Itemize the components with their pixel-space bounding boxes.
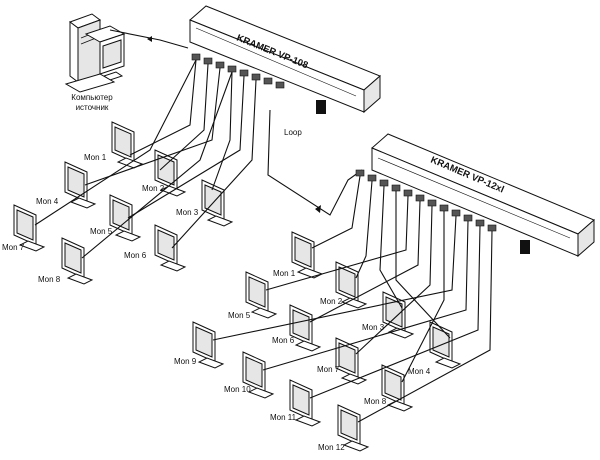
group2-monitor xyxy=(381,364,414,412)
source-label-line2: источник xyxy=(76,103,109,112)
group1-label-mon6: Mon 6 xyxy=(124,251,147,260)
group2-monitor xyxy=(337,404,370,452)
group1-monitor xyxy=(109,194,142,242)
group1-label-mon2: Mon 2 xyxy=(142,184,165,193)
group2-monitor xyxy=(242,351,275,399)
group2-monitor xyxy=(289,379,322,427)
group1-monitor xyxy=(61,237,94,285)
group2-label-mon2: Mon 2 xyxy=(320,297,343,306)
group2-label-mon3: Mon 3 xyxy=(362,323,385,332)
group1-monitor xyxy=(64,161,97,209)
group2-label-mon6: Mon 6 xyxy=(272,336,295,345)
loop-cable xyxy=(267,109,363,216)
group1-label-mon7: Mon 7 xyxy=(2,243,25,252)
group2-label-mon12: Mon 12 xyxy=(318,443,345,452)
input-cable-arrow xyxy=(147,36,152,42)
vp12xl-connectors xyxy=(355,169,497,232)
group1-label-mon5: Mon 5 xyxy=(90,227,113,236)
group2-monitor xyxy=(289,304,322,352)
group1-label-mon1: Mon 1 xyxy=(84,153,107,162)
group1-label-mon8: Mon 8 xyxy=(38,275,61,284)
group2-label-mon9: Mon 9 xyxy=(174,357,197,366)
group2-monitor xyxy=(429,321,462,369)
vp108-power-socket xyxy=(316,100,326,114)
vp12xl-power-socket xyxy=(520,240,530,254)
source-label-line1: Компьютер xyxy=(71,93,113,102)
group2-label-mon1: Mon 1 xyxy=(273,269,296,278)
group2-monitor xyxy=(192,321,225,369)
loop-label: Loop xyxy=(284,128,302,137)
source-computer: Компьютер источник xyxy=(64,13,126,112)
loop-cable-arrow xyxy=(315,205,321,213)
group2-monitor xyxy=(335,261,368,309)
group2-monitor xyxy=(291,231,324,279)
group2-monitor xyxy=(245,271,278,319)
group1-monitor xyxy=(13,204,46,252)
group2-monitors xyxy=(192,231,462,452)
group1-label-mon3: Mon 3 xyxy=(176,208,199,217)
group2-monitor xyxy=(382,291,415,339)
group2-label-mon8: Mon 8 xyxy=(364,397,387,406)
vp108-connectors xyxy=(191,53,285,89)
group2-label-mon7: Mon 7 xyxy=(317,365,340,374)
group2-label-mon10: Mon 10 xyxy=(224,385,251,394)
group2-label-mon5: Mon 5 xyxy=(228,311,251,320)
group2-label-mon11: Mon 11 xyxy=(270,413,297,422)
group1-monitor xyxy=(111,121,144,169)
device-vp108: KRAMER VP-108 xyxy=(189,5,381,114)
group1-monitors xyxy=(13,121,234,285)
input-cable xyxy=(109,29,189,49)
group2-cables xyxy=(212,175,493,423)
group2-label-mon4: Mon 4 xyxy=(408,367,431,376)
group1-label-mon4: Mon 4 xyxy=(36,197,59,206)
group1-cables xyxy=(34,59,257,259)
group1-monitor xyxy=(154,224,187,272)
